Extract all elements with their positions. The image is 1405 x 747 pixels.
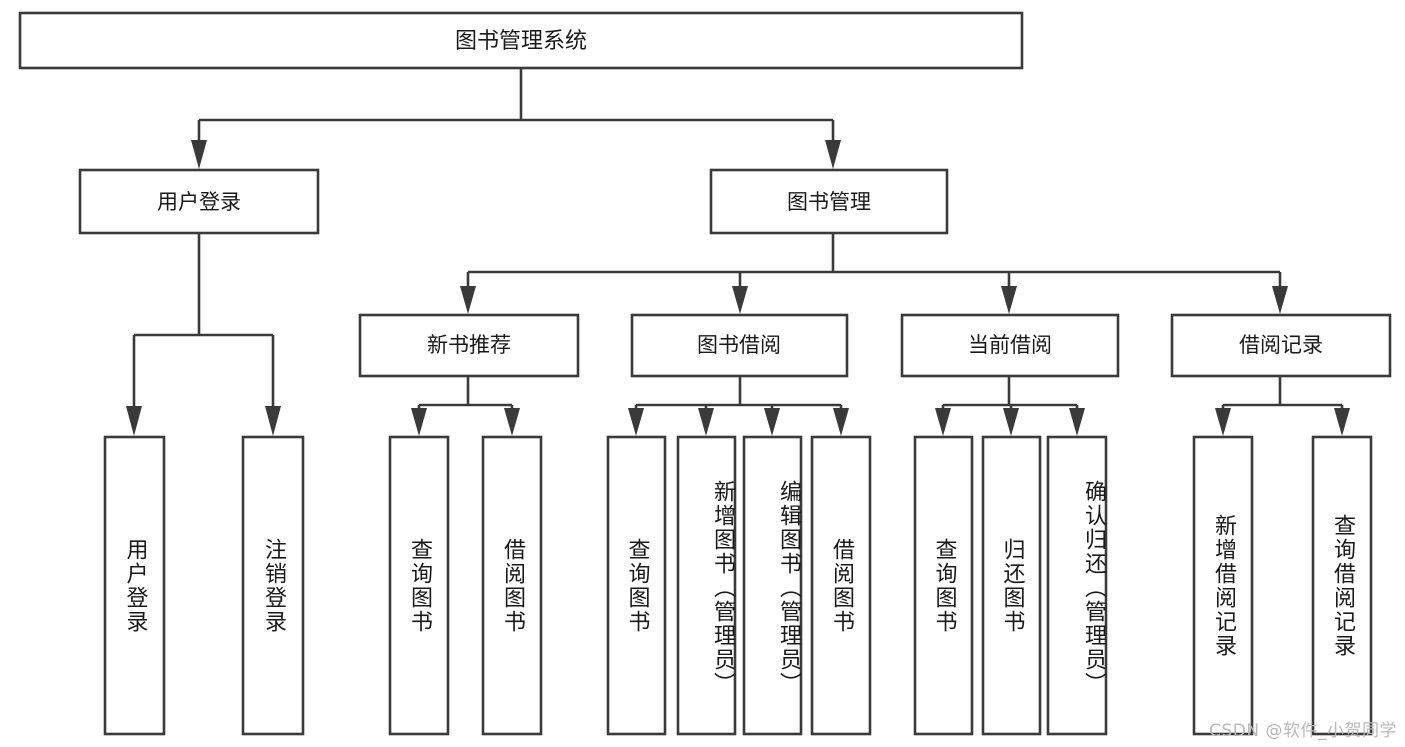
leaf-box-bb-add[interactable] (676, 435, 737, 736)
leaf-box-br-query[interactable] (1311, 435, 1373, 736)
arrow-head-br-query (1334, 408, 1350, 436)
leaf-box-cb-confirm[interactable] (1046, 435, 1108, 736)
leaf-box-nb-query[interactable] (388, 435, 450, 736)
node-borrow-record-label: 借阅记录 (1239, 333, 1323, 357)
leaf-box-user-login[interactable] (103, 435, 166, 736)
leaf-box-cb-query[interactable] (913, 435, 974, 736)
node-borrow-record-box[interactable] (1170, 313, 1392, 378)
arrow-head-nb-query (411, 408, 427, 436)
arrow-head-borrow-record (1272, 286, 1288, 314)
leaf-box-cb-return[interactable] (981, 435, 1042, 736)
node-book-mgmt-label: 图书管理 (787, 190, 871, 214)
node-book-borrow-label: 图书借阅 (697, 333, 781, 357)
node-new-book-box[interactable] (358, 313, 580, 378)
leaf-box-nb-borrow[interactable] (481, 435, 543, 736)
node-user-login-label: 用户登录 (157, 190, 241, 214)
node-current-borrow-label: 当前借阅 (968, 333, 1052, 357)
node-root-box[interactable] (18, 11, 1024, 70)
arrow-head-cb-return (1003, 408, 1019, 436)
arrow-head-cb-query (935, 408, 951, 436)
leaf-box-bb-query[interactable] (606, 435, 667, 736)
arrow-head-current-borrow (1001, 286, 1017, 314)
leaf-box-bb-edit[interactable] (742, 435, 803, 736)
node-root-label: 图书管理系统 (455, 29, 587, 54)
node-book-mgmt-box[interactable] (709, 168, 949, 235)
connector-group-book-mgmt (460, 233, 1288, 314)
connector-group-book-borrow (628, 376, 849, 436)
connector-group-borrow-record (1215, 376, 1350, 436)
arrow-head-nb-borrow (504, 408, 520, 436)
arrow-head-bb-add (698, 408, 714, 436)
watermark-text: CSDN @软件_小贺同学 (1209, 721, 1397, 741)
connector-group-root (191, 68, 841, 169)
leaf-box-bb-borrow[interactable] (810, 435, 872, 736)
connector-group-current-borrow (935, 376, 1085, 436)
arrow-head-book-borrow (732, 286, 748, 314)
arrow-head-book-mgmt (825, 140, 841, 169)
node-new-book-label: 新书推荐 (427, 333, 511, 357)
node-user-login-box[interactable] (78, 168, 320, 235)
node-current-borrow-box[interactable] (900, 313, 1120, 378)
connector-group-user-login (126, 233, 281, 436)
arrow-head-leaf-logout (265, 406, 281, 436)
arrow-head-user-login (191, 140, 207, 169)
leaf-box-logout[interactable] (241, 435, 305, 736)
arrow-head-cb-confirm (1069, 408, 1085, 436)
arrow-head-leaf-user-login (126, 406, 142, 436)
connector-group-new-book (411, 376, 520, 436)
arrow-head-bb-query (628, 408, 644, 436)
node-book-borrow-box[interactable] (630, 313, 849, 378)
arrow-head-new-book (460, 286, 476, 314)
leaf-box-br-add[interactable] (1192, 435, 1254, 736)
arrow-head-bb-edit (764, 408, 780, 436)
arrow-head-br-add (1215, 408, 1231, 436)
arrow-head-bb-borrow (833, 408, 849, 436)
